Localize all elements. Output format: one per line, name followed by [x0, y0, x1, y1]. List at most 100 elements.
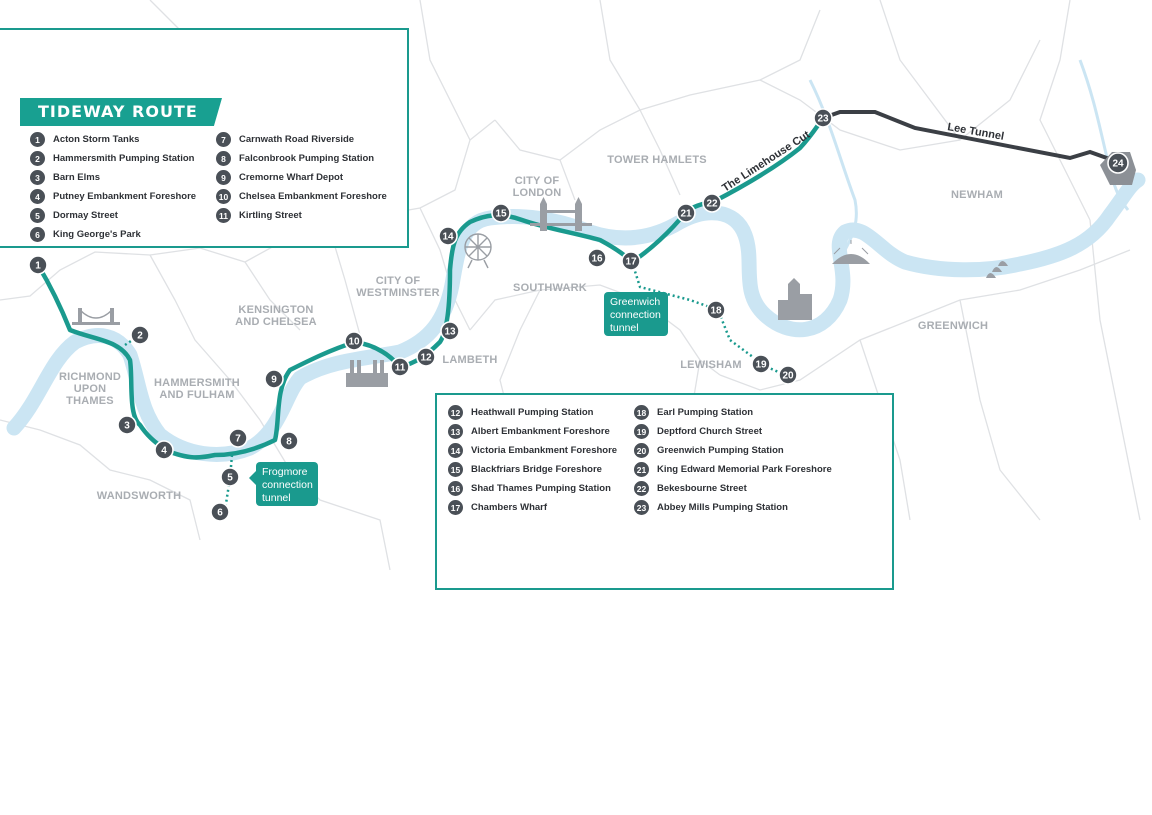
legend-number-badge: 8 [216, 151, 231, 166]
site-node-10: 10 [344, 331, 364, 351]
legend-number-badge: 3 [30, 170, 45, 185]
legend-item-14: 14 Victoria Embankment Foreshore [448, 441, 617, 460]
legend-box-bottom [435, 393, 894, 590]
o2-arena-icon [832, 240, 870, 264]
site-node-number: 1 [35, 261, 41, 272]
site-node-marker [778, 365, 798, 385]
site-node-16: 16 [587, 248, 607, 268]
site-node-23: 23 [813, 108, 833, 128]
site-node-2: 2 [130, 325, 150, 345]
area-southwark: SOUTHWARK [513, 282, 587, 294]
legend-site-name: Blackfriars Bridge Foreshore [471, 464, 602, 475]
legend-site-name: Carnwath Road Riverside [239, 134, 355, 145]
site-node-number: 14 [442, 232, 454, 243]
site-node-number: 24 [1112, 159, 1124, 170]
legend-site-name: Acton Storm Tanks [53, 134, 140, 145]
area-lewisham: LEWISHAM [680, 359, 741, 371]
greenwich-label-2: connection [610, 309, 661, 321]
greenwich-label-1: Greenwich [610, 296, 660, 308]
legend-site-name: Putney Embankment Foreshore [53, 191, 197, 202]
canary-wharf-icon [778, 278, 812, 320]
site-node-number: 13 [444, 327, 456, 338]
legend-site-name: Heathwall Pumping Station [471, 407, 594, 418]
legend-site-name: Hammersmith Pumping Station [53, 153, 195, 164]
site-node-number: 2 [137, 331, 143, 342]
site-node-marker [210, 502, 230, 522]
thames-barrier-icon [986, 261, 1008, 278]
legend-site-name: Falconbrook Pumping Station [239, 153, 375, 164]
legend-number-badge: 6 [30, 227, 45, 242]
area-hammersmith-2: AND FULHAM [159, 389, 234, 401]
site-node-14: 14 [438, 226, 458, 246]
river-thames [6, 172, 1146, 462]
site-node-marker [390, 357, 410, 377]
site-node-9: 9 [264, 369, 284, 389]
frogmore-label-1: Frogmore [262, 466, 308, 478]
borough-boundaries [0, 0, 1141, 571]
site-node-number: 21 [680, 209, 692, 220]
site-node-number: 6 [217, 508, 223, 519]
legend-number-badge: 23 [634, 500, 649, 515]
site-node-12: 12 [416, 347, 436, 367]
london-eye-icon [464, 233, 492, 269]
site-node-marker [28, 255, 48, 275]
legend-number-badge: 16 [448, 481, 463, 496]
legend-site-name: Dormay Street [53, 210, 118, 221]
legend-number-badge: 14 [448, 443, 463, 458]
legend-site-name: Victoria Embankment Foreshore [471, 445, 618, 456]
site-node-number: 22 [706, 199, 718, 210]
greenwich-label-3: tunnel [610, 322, 639, 334]
site-node-number: 9 [271, 375, 277, 386]
site-node-marker [491, 203, 511, 223]
site-node-20: 20 [778, 365, 798, 385]
site-node-number: 20 [782, 371, 794, 382]
site-node-number: 5 [227, 473, 233, 484]
legend-site-name: Chambers Wharf [471, 502, 548, 513]
site-node-marker [440, 321, 460, 341]
site-node-marker [228, 428, 248, 448]
site-node-number: 11 [395, 363, 406, 374]
site-node-marker [220, 467, 240, 487]
legend-number-badge: 20 [634, 443, 649, 458]
site-node-number: 19 [755, 360, 767, 371]
site-node-number: 23 [817, 114, 829, 125]
tower-bridge-icon [530, 197, 592, 231]
site-node-21: 21 [676, 203, 696, 223]
site-node-number: 17 [625, 257, 637, 268]
site-node-number: 12 [420, 353, 432, 364]
legend-site-name: Abbey Mills Pumping Station [657, 502, 788, 513]
legend-site-name: Chelsea Embankment Foreshore [239, 191, 387, 202]
area-tower-hamlets: TOWER HAMLETS [607, 154, 707, 166]
legend-number-badge: 19 [634, 424, 649, 439]
legend-number-badge: 18 [634, 405, 649, 420]
area-westminster-1: CITY OF [376, 275, 421, 287]
legend-number-badge: 13 [448, 424, 463, 439]
area-westminster-2: WESTMINSTER [356, 287, 439, 299]
legend-number-badge: 9 [216, 170, 231, 185]
site-node-4: 4 [154, 440, 174, 460]
legend-number-badge: 11 [216, 208, 231, 223]
frogmore-label-3: tunnel [262, 492, 291, 504]
site-node-marker [587, 248, 607, 268]
hammersmith-bridge-icon [72, 308, 120, 325]
site-node-7: 7 [228, 428, 248, 448]
legend-number-badge: 4 [30, 189, 45, 204]
legend-number-badge: 17 [448, 500, 463, 515]
site-node-number: 16 [591, 254, 603, 265]
site-node-marker [117, 415, 137, 435]
